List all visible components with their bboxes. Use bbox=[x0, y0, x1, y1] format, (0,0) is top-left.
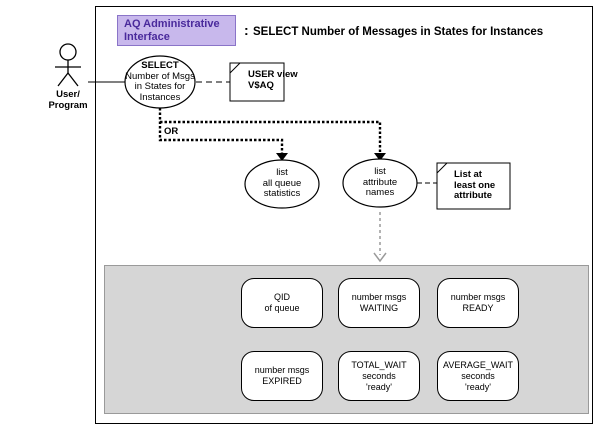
attr-note-line-2: least one bbox=[454, 179, 496, 191]
attribute-box-line-1: number msgs bbox=[254, 365, 310, 375]
attribute-box-line-3: 'ready' bbox=[465, 381, 491, 392]
select-node-line-4: Instances bbox=[139, 91, 181, 103]
attribute-box-line-1: number msgs bbox=[351, 292, 407, 302]
user-actor-label: User/ Program bbox=[40, 89, 96, 111]
list-attr-line-3: names bbox=[365, 187, 395, 198]
diagram-title: SELECT Number of Messages in States for … bbox=[253, 26, 544, 38]
attribute-box-line-2: READY bbox=[462, 303, 494, 313]
select-node-line-3: in States for bbox=[134, 81, 186, 92]
attribute-box-line-1: number msgs bbox=[450, 292, 506, 302]
attribute-box-average-wait: AVERAGE_WAIT seconds 'ready' bbox=[437, 351, 519, 401]
attr-note: List at least one attribute bbox=[454, 169, 496, 202]
attribute-box-line-2: seconds bbox=[362, 370, 396, 381]
list-attr-node: list attribute names bbox=[345, 166, 415, 199]
user-view-note-shape bbox=[229, 62, 285, 102]
list-stats-line-3: statistics bbox=[263, 188, 301, 199]
badge-line-2: Interface bbox=[124, 31, 170, 43]
attribute-box-ready: number msgs READY bbox=[437, 278, 519, 328]
attribute-box-line-2: EXPIRED bbox=[262, 376, 302, 386]
attribute-box-line-1: QID bbox=[273, 292, 290, 302]
actor-label-line-2: Program bbox=[48, 99, 88, 111]
arrow-to-list-stats bbox=[276, 153, 288, 161]
attribute-box-line-2: seconds bbox=[461, 370, 495, 381]
badge-line-1: AQ Administrative bbox=[124, 18, 220, 30]
attr-note-shape bbox=[436, 162, 511, 210]
title-colon: : bbox=[244, 22, 249, 38]
user-actor-icon bbox=[55, 43, 81, 87]
user-view-note-line-2: V$AQ bbox=[248, 79, 274, 91]
attr-note-line-3: attribute bbox=[454, 190, 492, 201]
attribute-box-line-3: 'ready' bbox=[366, 381, 392, 392]
attribute-box-line-2: WAITING bbox=[359, 303, 399, 313]
attribute-box-line-1: AVERAGE_WAIT bbox=[442, 359, 513, 370]
attr-note-line-1: List at bbox=[454, 169, 482, 180]
attribute-box-expired: number msgs EXPIRED bbox=[241, 351, 323, 401]
attribute-box-line-1: TOTAL_WAIT bbox=[351, 359, 407, 370]
aq-admin-interface-badge: AQ Administrative Interface bbox=[117, 15, 236, 46]
select-node: SELECT Number of Msgs in States for Inst… bbox=[125, 60, 195, 103]
user-view-note: USER view V$AQ bbox=[248, 69, 298, 91]
attribute-box-line-2: of queue bbox=[264, 303, 300, 313]
list-stats-node: list all queue statistics bbox=[247, 167, 317, 200]
list-stats-line-2: all queue bbox=[262, 177, 302, 189]
attribute-box-qid: QID of queue bbox=[241, 278, 323, 328]
attribute-box-total-wait: TOTAL_WAIT seconds 'ready' bbox=[338, 351, 420, 401]
arrow-to-list-attr bbox=[374, 153, 386, 161]
actor-label-line-1: User/ bbox=[56, 89, 80, 100]
list-stats-line-1: list bbox=[276, 167, 288, 178]
attributes-arrow-head bbox=[373, 252, 387, 263]
user-view-note-line-1: USER view bbox=[248, 69, 298, 80]
diagram-frame bbox=[95, 6, 593, 424]
list-attr-line-2: attribute bbox=[362, 176, 398, 188]
attribute-box-waiting: number msgs WAITING bbox=[338, 278, 420, 328]
select-node-line-1: SELECT bbox=[141, 60, 179, 71]
select-node-line-2: Number of Msgs bbox=[125, 70, 195, 82]
or-branch-connectors bbox=[158, 108, 382, 155]
list-attr-line-1: list bbox=[374, 166, 386, 177]
or-label: OR bbox=[164, 126, 179, 137]
list-stats-ellipse bbox=[244, 159, 320, 209]
